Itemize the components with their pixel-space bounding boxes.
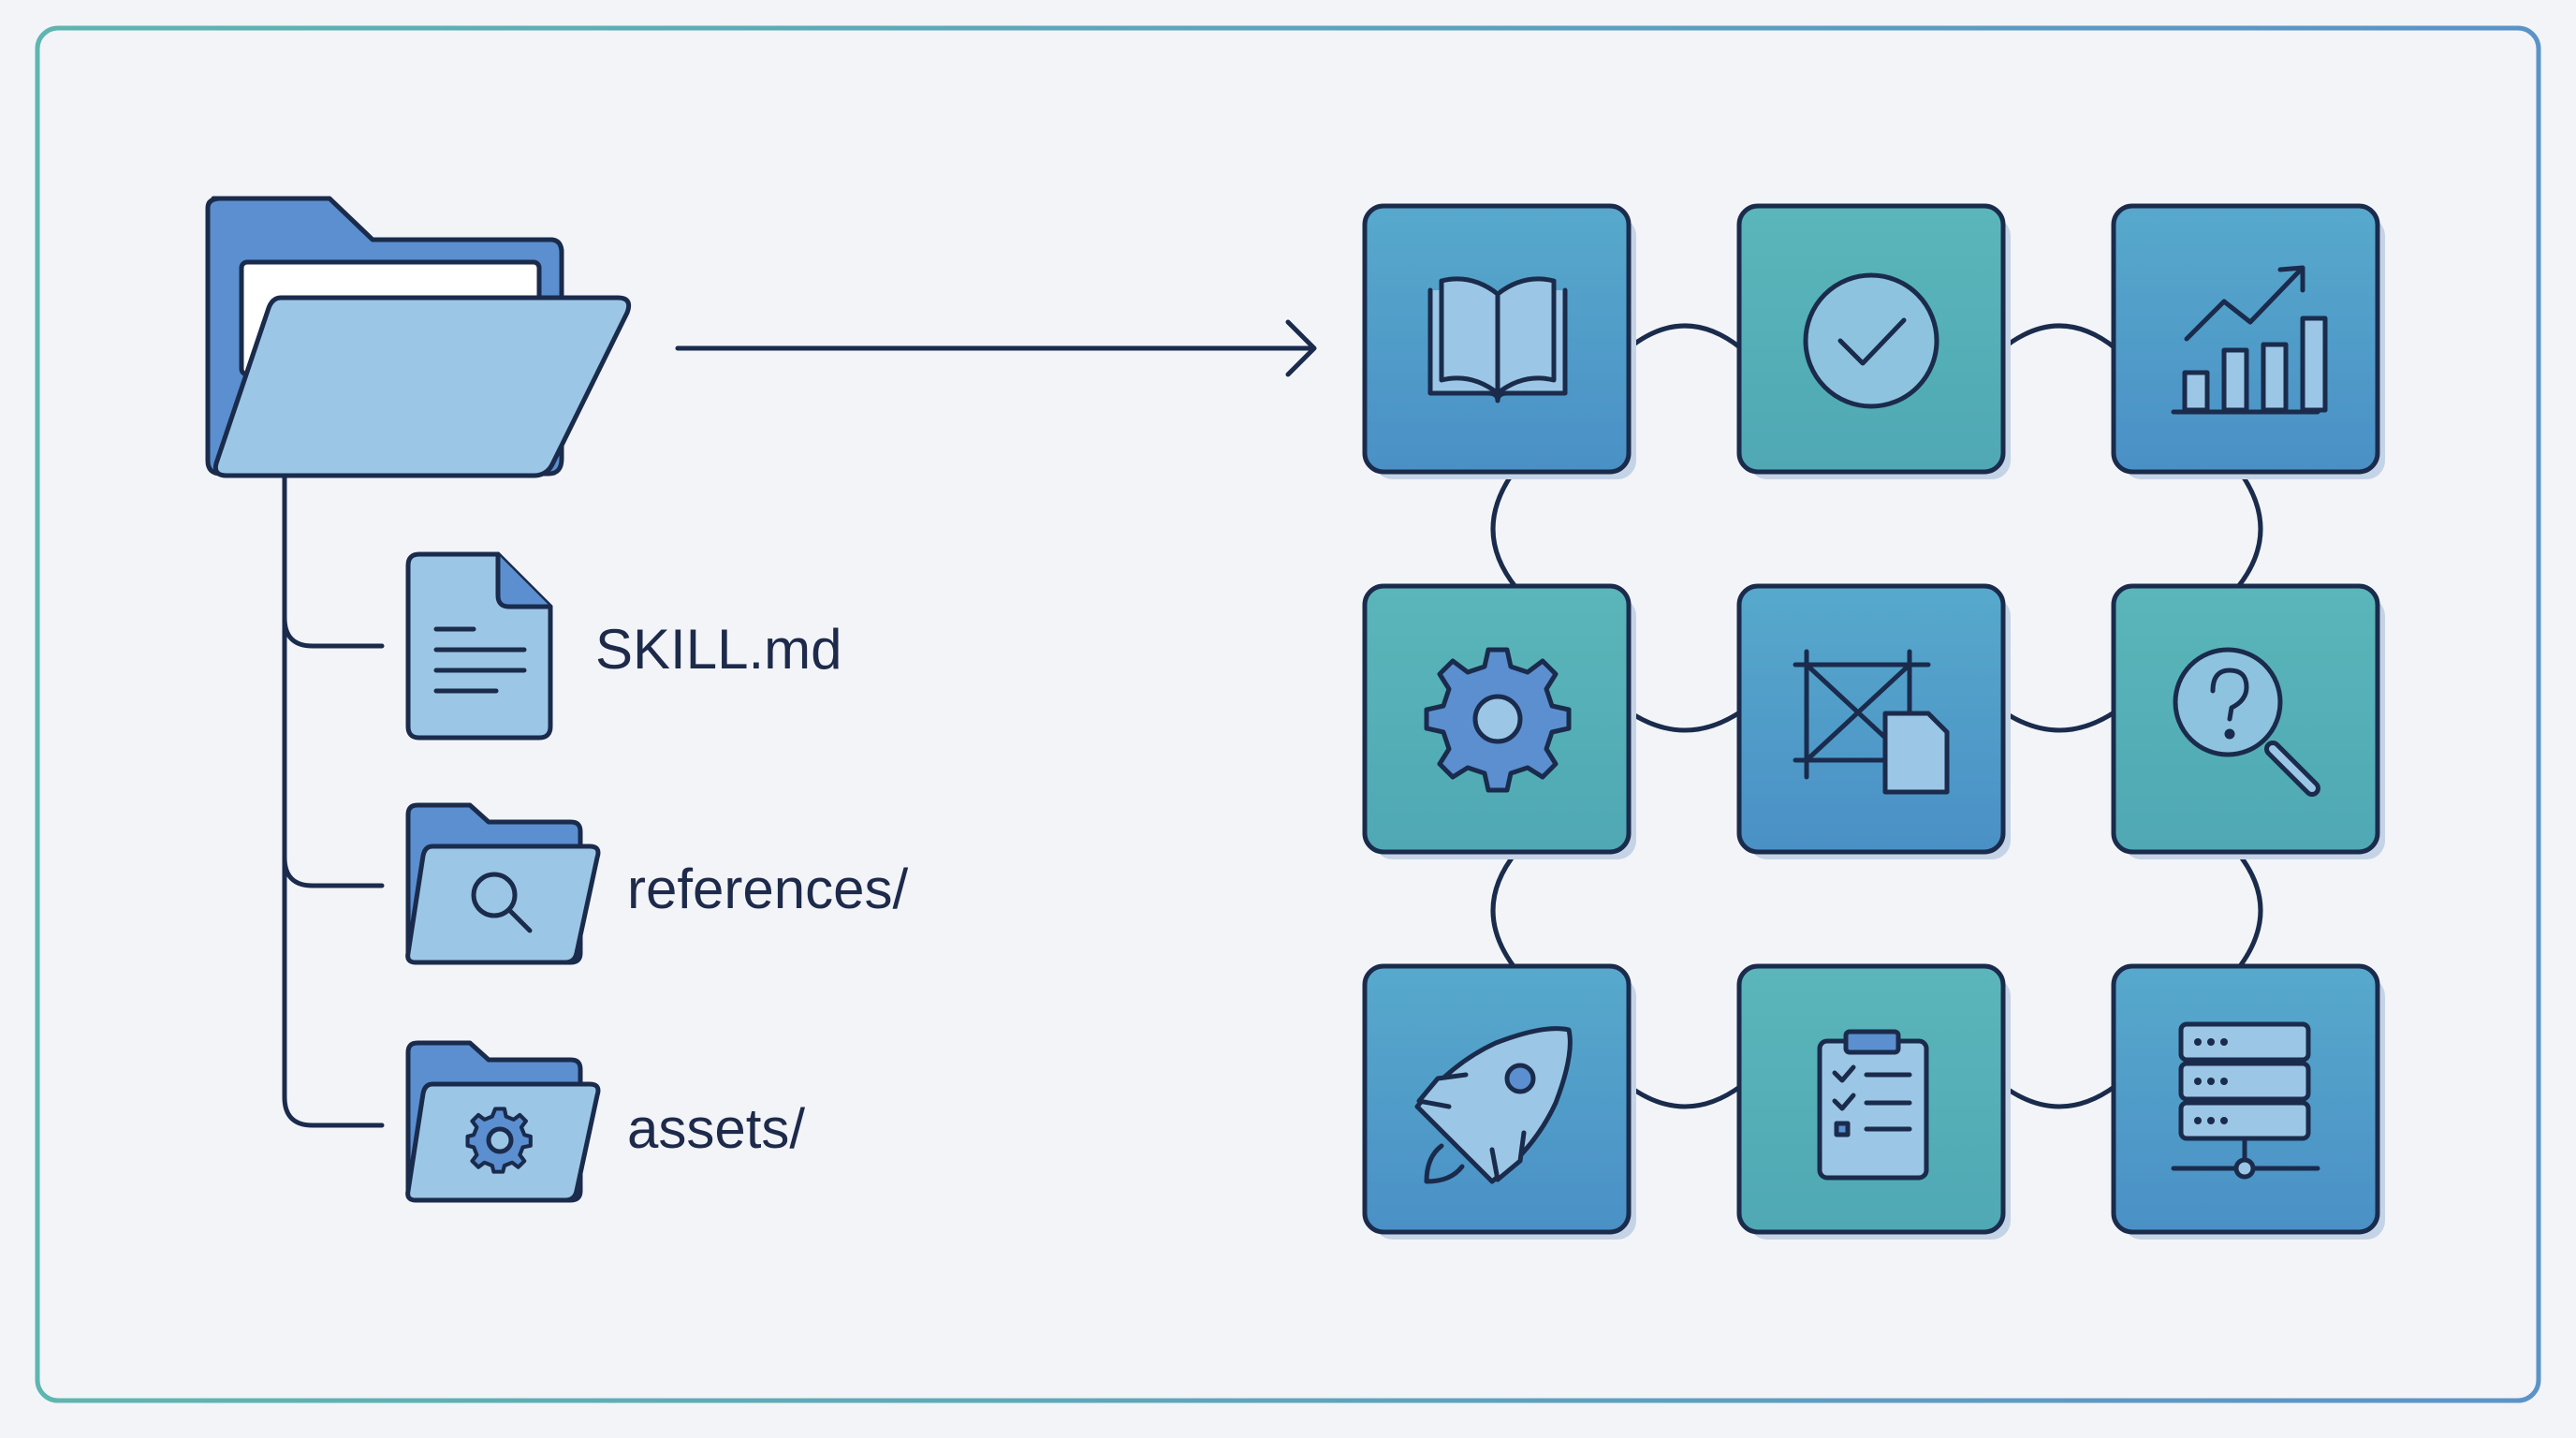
folder-gear-icon <box>405 1040 601 1203</box>
tile-check <box>1736 203 2011 479</box>
tree-item-label-assets: assets/ <box>627 1097 805 1160</box>
folder-search-icon <box>405 802 601 965</box>
tile-gear <box>1362 583 1636 859</box>
tile-book <box>1362 203 1636 479</box>
tree-connector <box>282 473 385 1128</box>
check-circle-icon <box>1803 272 1939 409</box>
clipboard-checklist-icon <box>1817 1029 1929 1181</box>
book-icon <box>1427 276 1568 404</box>
rocket-icon <box>1414 1026 1573 1184</box>
tile-blueprint <box>1736 583 2011 859</box>
bar-chart-trend-icon <box>2171 265 2328 415</box>
tile-clipboard <box>1736 963 2011 1240</box>
arrow <box>675 319 1317 377</box>
tree-item-label-references: references/ <box>627 858 908 920</box>
gear-icon <box>1424 647 1572 793</box>
server-icon <box>2171 1021 2320 1180</box>
root-folder-icon <box>205 196 632 478</box>
document-icon <box>405 551 553 741</box>
tile-grid <box>1362 203 2385 1240</box>
folder-tree <box>205 196 632 1203</box>
tile-server <box>2111 963 2385 1240</box>
tile-chart <box>2111 203 2385 479</box>
tile-rocket <box>1362 963 1636 1240</box>
tree-item-label-skill: SKILL.md <box>595 618 842 681</box>
blueprint-icon <box>1793 649 1950 795</box>
tile-question <box>2111 583 2385 859</box>
grid-connectors <box>1490 323 2263 1109</box>
question-search-icon <box>2173 647 2320 797</box>
